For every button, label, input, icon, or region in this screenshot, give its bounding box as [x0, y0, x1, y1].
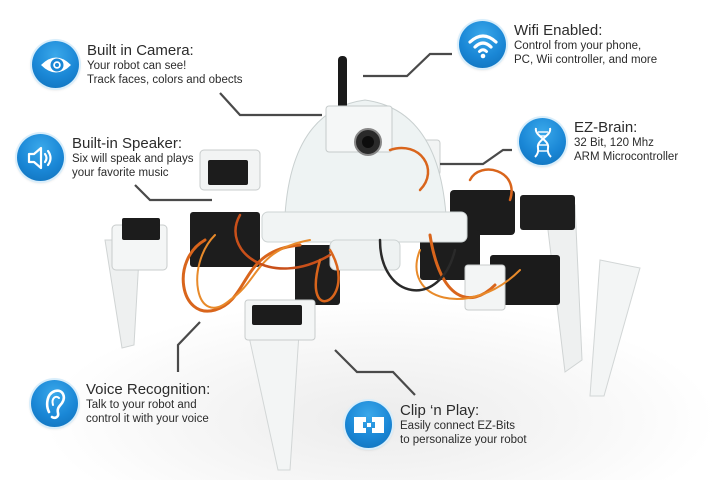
servo	[490, 255, 560, 305]
wifi-icon	[459, 21, 506, 68]
eye-icon	[32, 41, 79, 88]
callout-text: 32 Bit, 120 Mhz	[574, 137, 654, 149]
clip-connector-icon	[345, 401, 392, 448]
ear-icon	[31, 380, 78, 427]
callout-text: your favorite music	[72, 167, 169, 179]
callout-text: Talk to your robot and	[86, 399, 197, 411]
callout-text: control it with your voice	[86, 413, 209, 425]
callout-wifi: Wifi Enabled: Control from your phone, P…	[459, 21, 657, 68]
callout-title: Wifi Enabled:	[514, 22, 603, 39]
servo-wires	[181, 146, 521, 313]
callout-text: ARM Microcontroller	[574, 151, 679, 163]
leader-line-voice	[176, 321, 201, 372]
leader-line-speaker	[134, 184, 212, 202]
callout-text: PC, Wii controller, and more	[514, 54, 658, 66]
callout-title: Voice Recognition:	[86, 381, 211, 398]
servo	[208, 160, 248, 185]
robot-dome	[284, 99, 447, 216]
wifi-antenna	[338, 56, 347, 111]
servo	[190, 212, 260, 267]
leader-line-brain	[440, 148, 512, 166]
leader-line-clip	[334, 349, 416, 396]
callout-camera: Built in Camera: Your robot can see! Tra…	[32, 41, 243, 88]
servo	[122, 218, 160, 240]
leader-line-wifi	[363, 52, 452, 78]
callout-text: to personalize your robot	[400, 434, 527, 446]
callout-text: Your robot can see!	[87, 60, 187, 72]
callout-ez-brain: EZ-Brain: 32 Bit, 120 Mhz ARM Microcontr…	[519, 118, 678, 165]
callout-voice-recognition: Voice Recognition: Talk to your robot an…	[31, 380, 210, 427]
callout-text: Six will speak and plays	[72, 153, 194, 165]
dna-icon	[519, 118, 566, 165]
callout-clip-n-play: Clip ‘n Play: Easily connect EZ-Bits to …	[345, 401, 527, 448]
callout-title: Built in Camera:	[87, 42, 194, 59]
robot-leg	[589, 259, 641, 397]
speaker-icon	[17, 134, 64, 181]
servo	[520, 195, 575, 230]
leader-line-camera	[219, 92, 322, 117]
callout-text: Control from your phone,	[514, 40, 642, 52]
camera-lens-center	[362, 136, 374, 148]
callout-speaker: Built-in Speaker: Six will speak and pla…	[17, 134, 193, 181]
servo	[252, 305, 302, 325]
callout-text: Track faces, colors and obects	[87, 74, 243, 86]
callout-text: Easily connect EZ-Bits	[400, 420, 516, 432]
callout-title: Built-in Speaker:	[72, 135, 183, 152]
servo-bracket	[464, 264, 506, 311]
callout-title: EZ-Brain:	[574, 119, 638, 136]
callout-title: Clip ‘n Play:	[400, 402, 480, 419]
